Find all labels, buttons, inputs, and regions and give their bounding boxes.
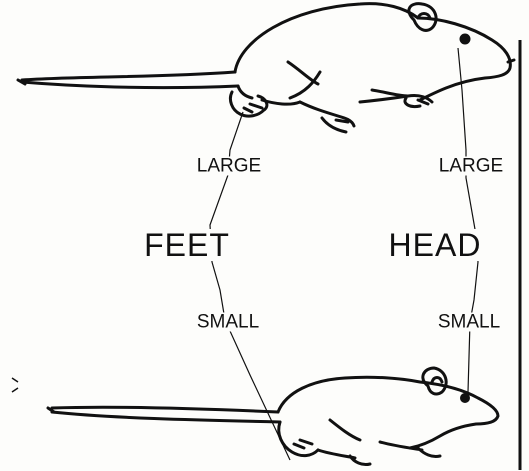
feet-small-label: SMALL	[195, 313, 261, 332]
head-title-label: HEAD	[387, 229, 484, 261]
large-mouse-front-foot	[300, 102, 354, 132]
large-mouse-drawing	[18, 4, 514, 132]
large-mouse-body	[235, 4, 510, 100]
small-mouse-eye	[462, 395, 469, 402]
head-large-label: LARGE	[437, 157, 505, 176]
small-mouse-body	[278, 377, 498, 448]
head-connector-line	[458, 48, 478, 392]
small-mouse-hind-foot	[279, 422, 318, 456]
head-small-label: SMALL	[436, 313, 502, 332]
large-mouse-tail	[22, 72, 235, 80]
small-mouse-tail	[52, 407, 278, 412]
large-mouse-eye	[461, 35, 469, 43]
small-mouse-drawing	[48, 368, 498, 465]
feet-large-label: LARGE	[195, 157, 263, 176]
feet-title-label: FEET	[142, 229, 232, 261]
stray-mark	[12, 378, 18, 392]
